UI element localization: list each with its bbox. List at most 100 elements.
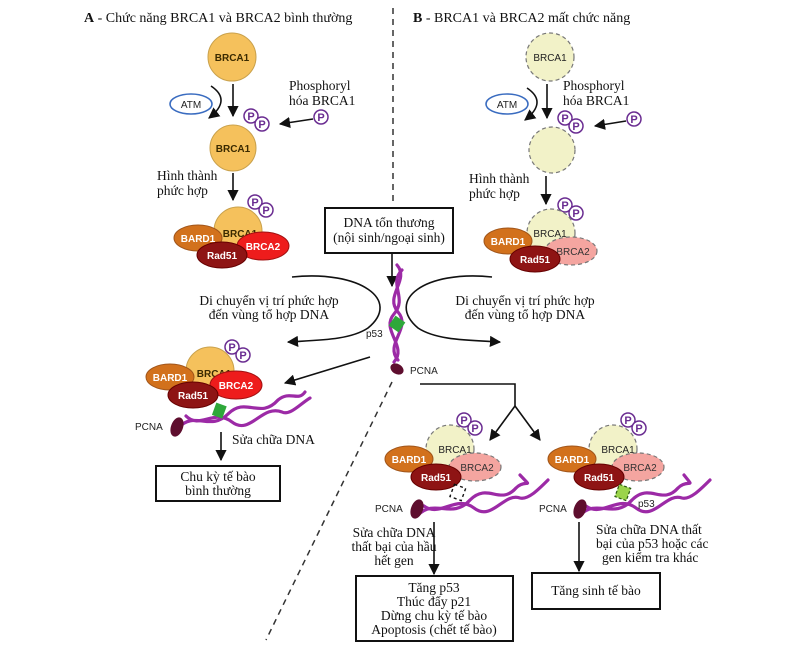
branch-arrow-left [489,405,516,441]
atm-kinase-b: ATM [485,93,529,115]
svg-text:BRCA2: BRCA2 [556,247,590,258]
panel-b: BRCA1 ATM Phosphoryl hóa BRCA1 P P P Hìn… [351,32,712,642]
svg-text:P: P [471,423,478,435]
svg-text:BRCA1: BRCA1 [533,53,567,64]
atm-arrow-b [524,87,538,121]
svg-text:P: P [630,114,637,126]
complex-formation-label: Hình thành [157,168,218,183]
failed-repair-label-left-3: hết gen [374,553,414,568]
svg-text:BRCA2: BRCA2 [460,463,494,474]
pcna-marker [390,363,404,375]
brca1-lost-phosphorylated [528,126,576,174]
svg-text:BRCA2: BRCA2 [246,242,281,253]
svg-text:P: P [228,342,235,354]
complex-formation-label-2: phức hợp [157,183,208,198]
svg-text:P: P [561,113,568,125]
branch-connector [420,383,516,406]
move-arrow-right [405,275,502,347]
outcome-box-proliferation: Tăng sinh tế bào [531,572,661,610]
svg-text:BARD1: BARD1 [491,237,526,248]
svg-text:P: P [624,415,631,427]
failed-repair-label-right: Sửa chữa DNA thất [596,522,702,537]
svg-text:BARD1: BARD1 [555,455,590,466]
complex-formation-label-b-2: phức hợp [469,186,520,201]
svg-text:BRCA2: BRCA2 [623,463,657,474]
center-dna-damage: DNA tổn thương (nội sinh/ngoại sinh) p53… [324,207,454,377]
phosphorylation-label: Phosphoryl [289,78,351,93]
phosphate-group-b: P P P [557,110,642,134]
svg-text:Thúc đẩy p21: Thúc đẩy p21 [397,594,471,609]
brca1-phosphorylated: BRCA1 [209,124,257,172]
svg-text:Dừng chu kỳ tế bào: Dừng chu kỳ tế bào [381,608,488,623]
svg-text:P: P [572,121,579,133]
to-repair-arrow [283,356,371,386]
panel-a: BRCA1 ATM Phosphoryl hóa BRCA1 P P P BRC… [135,32,381,502]
phosphorylation-label-b-2: hóa BRCA1 [563,93,629,108]
panel-b-title: B - BRCA1 và BRCA2 mất chức năng [413,11,630,26]
move-label-right: Di chuyển vị trí phức hợp [455,293,595,308]
svg-text:Rad51: Rad51 [421,473,451,484]
repair-complex-normal: P P BRCA1 BARD1 BRCA2 Rad51 PCNA [135,339,312,437]
svg-text:P: P [247,111,254,123]
svg-text:P: P [239,350,246,362]
failed-repair-label-left: Sửa chữa DNA [353,525,436,540]
svg-text:P: P [262,205,269,217]
repair-complex-failed-right: P P BRCA1 BARD1 BRCA2 Rad51 p53 PCNA [539,412,712,519]
svg-text:Tăng p53: Tăng p53 [408,580,460,595]
move-label-left: Di chuyển vị trí phức hợp [199,293,339,308]
svg-text:BARD1: BARD1 [153,373,188,384]
svg-text:BRCA1: BRCA1 [438,445,472,456]
failed-repair-label-right-2: bại của p53 hoặc các [596,536,708,551]
pcna-label: PCNA [410,366,438,377]
dna-damage-label-2: (nội sinh/ngoại sinh) [333,230,445,245]
atm-arrow [208,85,222,119]
dna-damage-box [324,207,454,254]
svg-text:Rad51: Rad51 [178,391,208,402]
repair-complex-failed-left: P P BRCA1 BARD1 BRCA2 Rad51 PCNA [375,412,550,519]
svg-text:BRCA1: BRCA1 [223,229,258,240]
svg-text:P: P [635,423,642,435]
svg-text:p53: p53 [638,499,655,510]
svg-text:BRCA1: BRCA1 [215,53,250,64]
repair-label: Sửa chữa DNA [232,432,315,447]
complex-formation-label-b: Hình thành [469,171,530,186]
outcome-box-apoptosis: Tăng p53 Thúc đẩy p21 Dừng chu kỳ tế bào… [355,575,514,642]
panel-a-title: A - Chức năng BRCA1 và BRCA2 bình thường [84,11,352,26]
svg-text:PCNA: PCNA [375,504,403,515]
svg-text:Chu kỳ tế bào: Chu kỳ tế bào [180,469,256,484]
failed-repair-label-left-2: thất bại của hầu [351,539,436,554]
svg-text:Rad51: Rad51 [207,251,237,262]
svg-text:Rad51: Rad51 [584,473,614,484]
outcome-box-normal: Chu kỳ tế bào bình thường [155,465,281,502]
brca1-unphosphorylated: BRCA1 [207,32,257,82]
branch-arrow-right [514,405,541,441]
svg-text:Rad51: Rad51 [520,255,550,266]
dna-damage-label: DNA tổn thương [344,215,435,230]
brca-complex-normal: P P BRCA1 BARD1 BRCA2 Rad51 [173,194,290,269]
svg-text:bình thường: bình thường [185,483,251,498]
svg-text:BARD1: BARD1 [392,455,427,466]
brca1-lost-top: BRCA1 [525,32,575,82]
svg-text:Tăng sinh tế bào: Tăng sinh tế bào [551,583,641,598]
svg-text:BRCA1: BRCA1 [197,369,232,380]
svg-text:P: P [561,200,568,212]
svg-text:Apoptosis (chết tế bào): Apoptosis (chết tế bào) [371,622,497,637]
svg-text:BRCA2: BRCA2 [219,381,254,392]
phosphorylation-label-b: Phosphoryl [563,78,625,93]
svg-text:PCNA: PCNA [135,422,163,433]
svg-text:BRCA1: BRCA1 [216,144,251,155]
svg-text:P: P [251,197,258,209]
svg-text:P: P [258,119,265,131]
svg-text:ATM: ATM [181,100,201,111]
failed-repair-label-right-3: gen kiểm tra khác [602,550,698,565]
move-label-left-2: đến vùng tổ hợp DNA [209,307,330,322]
svg-text:P: P [317,112,324,124]
panel-divider-bottom [265,381,393,641]
phosphate-arrow-b [593,118,627,130]
phosphate-group: P P P [243,108,329,132]
p53-label: p53 [366,329,383,340]
phosphate-arrow [278,116,314,129]
svg-text:PCNA: PCNA [539,504,567,515]
brca-complex-lost: P P BRCA1 BARD1 BRCA2 Rad51 [483,197,598,273]
